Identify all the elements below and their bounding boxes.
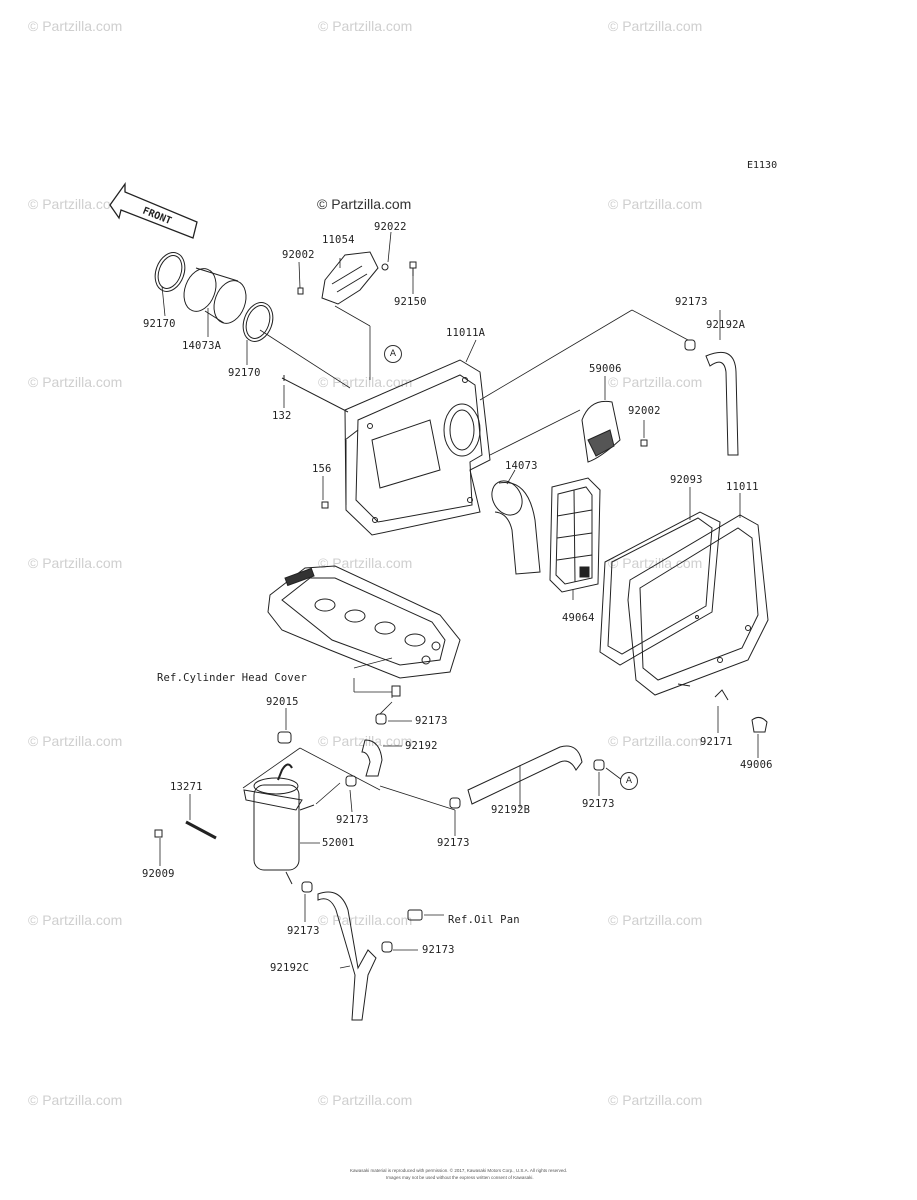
- label-13271: 13271: [170, 781, 203, 793]
- label-92192: 92192: [405, 740, 438, 752]
- nipple-92015: [277, 731, 292, 744]
- label-92171: 92171: [700, 736, 733, 748]
- separator-52001: [243, 763, 315, 885]
- clamp-92170b: [242, 302, 274, 342]
- label-132: 132: [272, 410, 292, 422]
- clip-92171: [714, 689, 729, 701]
- label-11011: 11011: [726, 481, 759, 493]
- label-92173b: 92173: [415, 715, 448, 727]
- clamp-92170: [154, 252, 186, 292]
- duct-14073a: [183, 267, 247, 324]
- label-92192a: 92192A: [706, 319, 746, 331]
- label-ref-oil-pan: Ref.Oil Pan: [448, 914, 520, 926]
- label-11011a: 11011A: [446, 327, 486, 339]
- bolt-132: [281, 377, 349, 413]
- watermark: © Partzilla.com: [28, 374, 123, 390]
- label-92173d: 92173: [582, 798, 615, 810]
- watermark: © Partzilla.com: [608, 1092, 703, 1108]
- duct-14073: [491, 480, 541, 575]
- label-52001: 52001: [322, 837, 355, 849]
- label-92015: 92015: [266, 696, 299, 708]
- label-92173f: 92173: [287, 925, 320, 937]
- watermark: © Partzilla.com: [318, 1092, 413, 1108]
- filter-49064: [549, 477, 601, 593]
- label-92022: 92022: [374, 221, 407, 233]
- label-92173: 92173: [675, 296, 708, 308]
- label-92170b: 92170: [228, 367, 261, 379]
- watermark: © Partzilla.com: [608, 555, 703, 571]
- label-92173g: 92173: [422, 944, 455, 956]
- hose-92192a: [684, 339, 739, 456]
- bracket-13271: [185, 820, 217, 840]
- front-arrow-icon: FRONT: [109, 181, 198, 239]
- watermark: © Partzilla.com: [28, 733, 123, 749]
- watermark: © Partzilla.com: [608, 733, 703, 749]
- label-92192c: 92192C: [270, 962, 310, 974]
- label-49064: 49064: [562, 612, 595, 624]
- screw-92009: [154, 829, 163, 838]
- label-11054: 11054: [322, 234, 355, 246]
- hose-92192c: [317, 891, 377, 1021]
- label-92009: 92009: [142, 868, 175, 880]
- callout-a-top: A: [384, 345, 402, 363]
- label-92002b: 92002: [628, 405, 661, 417]
- watermark: © Partzilla.com: [28, 1092, 123, 1108]
- brand-label: © Partzilla.com: [317, 196, 412, 212]
- watermark: © Partzilla.com: [608, 196, 703, 212]
- air-cleaner-case-11011a: [344, 359, 491, 536]
- diagram-code: E1130: [747, 160, 778, 171]
- hose-92192b: [467, 745, 583, 805]
- label-156: 156: [312, 463, 332, 475]
- watermark: © Partzilla.com: [608, 374, 703, 390]
- copyright-line-1: Kawasaki material is reproduced with per…: [350, 1168, 568, 1173]
- watermark: © Partzilla.com: [28, 18, 123, 34]
- oil-pan-fitting: [407, 909, 423, 921]
- label-92002: 92002: [282, 249, 315, 261]
- cylinder-head-cover: [267, 565, 461, 697]
- label-92150: 92150: [394, 296, 427, 308]
- copyright-line-2: Images may not be used without the expre…: [386, 1175, 534, 1180]
- screw-156: [321, 501, 329, 509]
- watermark: © Partzilla.com: [28, 196, 123, 212]
- watermark: © Partzilla.com: [318, 374, 413, 390]
- cover-11011: [627, 514, 769, 696]
- label-59006: 59006: [589, 363, 622, 375]
- plate-59006: [581, 400, 648, 463]
- label-14073a: 14073A: [182, 340, 222, 352]
- callout-a-bottom: A: [620, 772, 638, 790]
- watermark: © Partzilla.com: [28, 912, 123, 928]
- hose-92192: [361, 739, 383, 777]
- watermark: © Partzilla.com: [318, 555, 413, 571]
- watermark: © Partzilla.com: [318, 18, 413, 34]
- label-92093: 92093: [670, 474, 703, 486]
- gasket-92093: [599, 511, 721, 666]
- watermark: © Partzilla.com: [608, 912, 703, 928]
- cap-49006: [751, 716, 768, 733]
- label-ref-cylinder-head-cover: Ref.Cylinder Head Cover: [157, 672, 307, 684]
- label-92192b: 92192B: [491, 804, 531, 816]
- label-49006: 49006: [740, 759, 773, 771]
- label-92173e: 92173: [437, 837, 470, 849]
- bracket-11054: [297, 251, 417, 305]
- watermark: © Partzilla.com: [318, 912, 413, 928]
- label-92170: 92170: [143, 318, 176, 330]
- label-14073: 14073: [505, 460, 538, 472]
- watermark: © Partzilla.com: [608, 18, 703, 34]
- watermark: © Partzilla.com: [28, 555, 123, 571]
- label-92173c: 92173: [336, 814, 369, 826]
